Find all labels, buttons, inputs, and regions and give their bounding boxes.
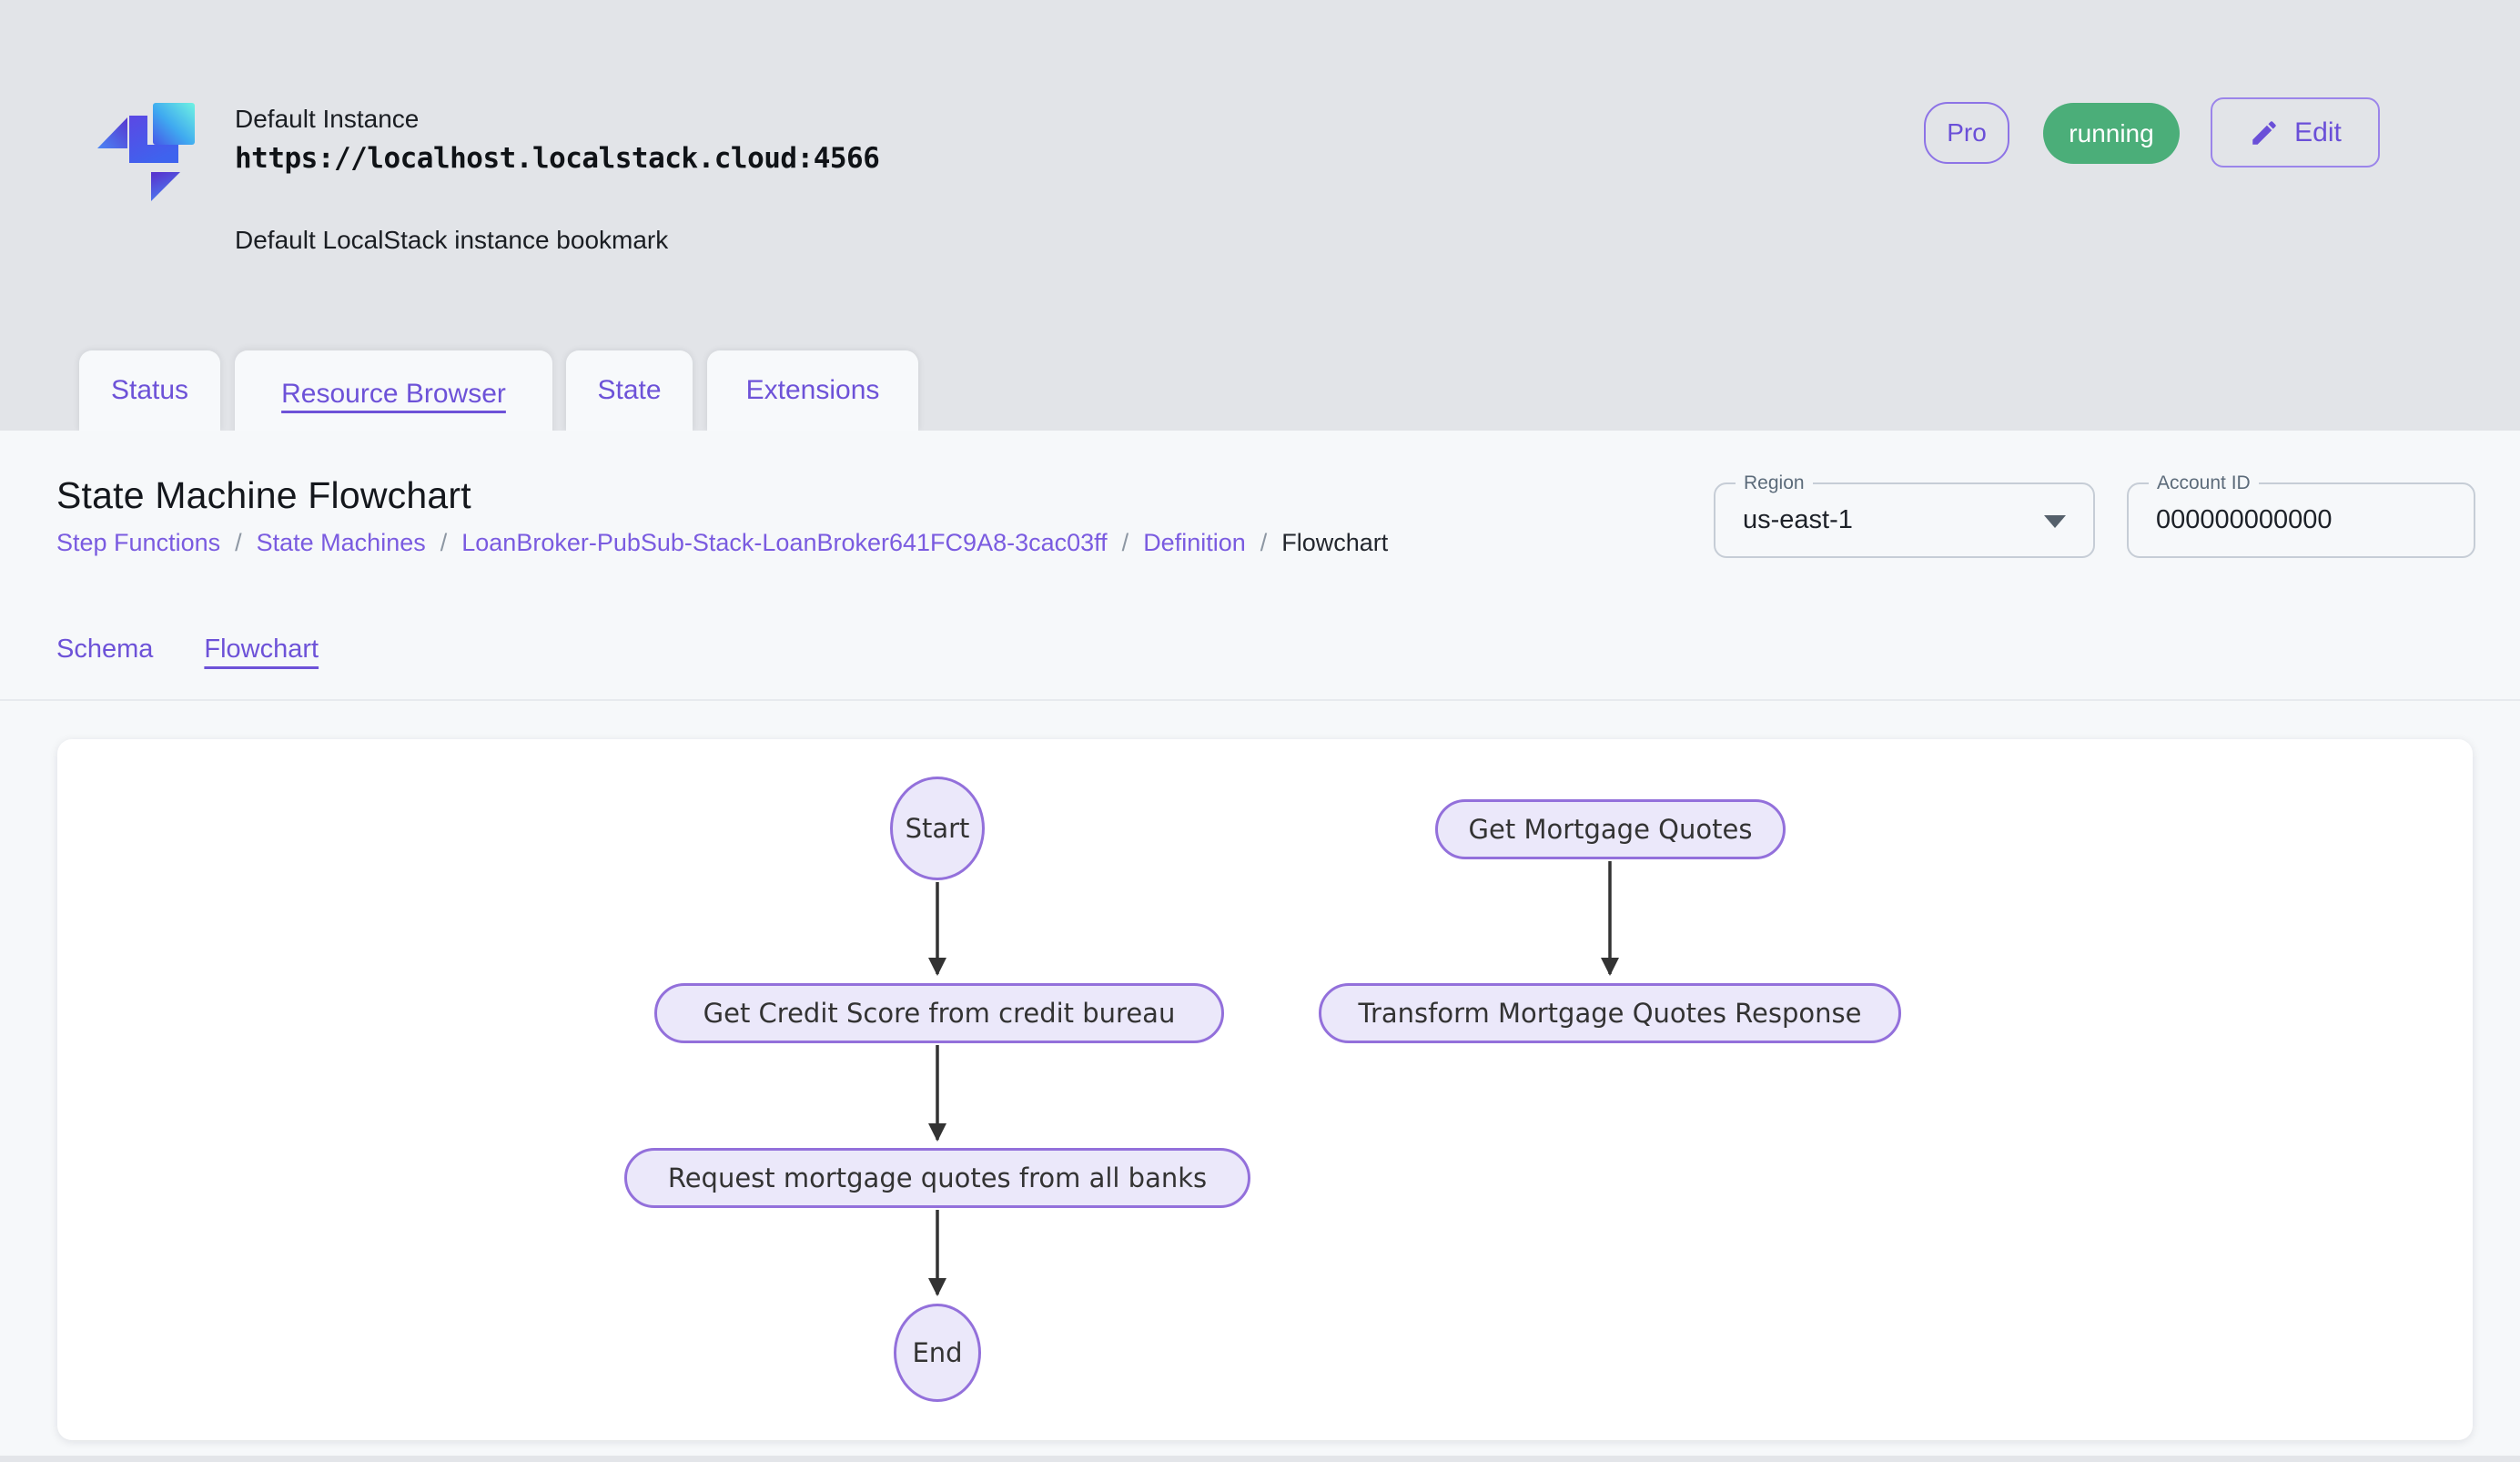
status-badge: running xyxy=(2043,103,2180,164)
region-value: us-east-1 xyxy=(1743,505,1853,534)
breadcrumb-state-machines[interactable]: State Machines xyxy=(256,529,426,556)
divider xyxy=(0,699,2520,701)
breadcrumb-definition[interactable]: Definition xyxy=(1143,529,1246,556)
tab-status[interactable]: Status xyxy=(79,350,220,431)
breadcrumb-separator: / xyxy=(235,529,242,556)
definition-subtabs: Schema Flowchart xyxy=(56,635,319,672)
flowchart-canvas: Start Get Credit Score from credit burea… xyxy=(57,739,2473,1440)
breadcrumb-step-functions[interactable]: Step Functions xyxy=(56,529,221,556)
main-tabs: Status Resource Browser State Extensions xyxy=(0,350,2520,438)
edit-button-label: Edit xyxy=(2294,117,2342,147)
breadcrumb-state-machine-name[interactable]: LoanBroker-PubSub-Stack-LoanBroker641FC9… xyxy=(461,529,1108,556)
breadcrumb-separator: / xyxy=(1260,529,1268,556)
flowchart-node-end: End xyxy=(894,1304,981,1402)
region-select[interactable]: Region us-east-1 xyxy=(1714,472,2095,558)
instance-url: https://localhost.localstack.cloud:4566 xyxy=(235,142,880,175)
subtab-schema[interactable]: Schema xyxy=(56,635,154,664)
tab-resource-browser[interactable]: Resource Browser xyxy=(235,350,552,438)
instance-name: Default Instance xyxy=(235,105,420,133)
pro-badge: Pro xyxy=(1924,102,2009,164)
account-id-field: Account ID xyxy=(2127,472,2475,558)
account-id-input[interactable] xyxy=(2129,484,2474,556)
page-title: State Machine Flowchart xyxy=(56,474,471,516)
edit-button[interactable]: Edit xyxy=(2211,97,2380,168)
instance-description: Default LocalStack instance bookmark xyxy=(235,226,669,254)
localstack-logo xyxy=(97,103,195,201)
tab-extensions[interactable]: Extensions xyxy=(707,350,918,431)
breadcrumb-separator: / xyxy=(440,529,448,556)
flowchart-node-transform-response: Transform Mortgage Quotes Response xyxy=(1319,983,1901,1043)
flowchart-node-get-mortgage-quotes: Get Mortgage Quotes xyxy=(1435,799,1786,859)
breadcrumb: Step Functions / State Machines / LoanBr… xyxy=(56,529,1388,557)
breadcrumb-current: Flowchart xyxy=(1281,529,1389,556)
region-label: Region xyxy=(1736,472,1813,494)
tab-state[interactable]: State xyxy=(566,350,693,431)
breadcrumb-separator: / xyxy=(1121,529,1129,556)
pencil-icon xyxy=(2252,120,2276,145)
resource-browser-panel: State Machine Flowchart Step Functions /… xyxy=(0,431,2520,1462)
flowchart-node-get-credit-score: Get Credit Score from credit bureau xyxy=(654,983,1224,1043)
subtab-flowchart[interactable]: Flowchart xyxy=(204,635,319,664)
chevron-down-icon xyxy=(2044,514,2066,528)
bottom-scrollbar-track[interactable] xyxy=(0,1456,2520,1462)
flowchart-edges xyxy=(928,861,1619,1296)
flowchart-node-request-quotes: Request mortgage quotes from all banks xyxy=(624,1148,1250,1208)
flowchart-node-start: Start xyxy=(890,777,985,880)
